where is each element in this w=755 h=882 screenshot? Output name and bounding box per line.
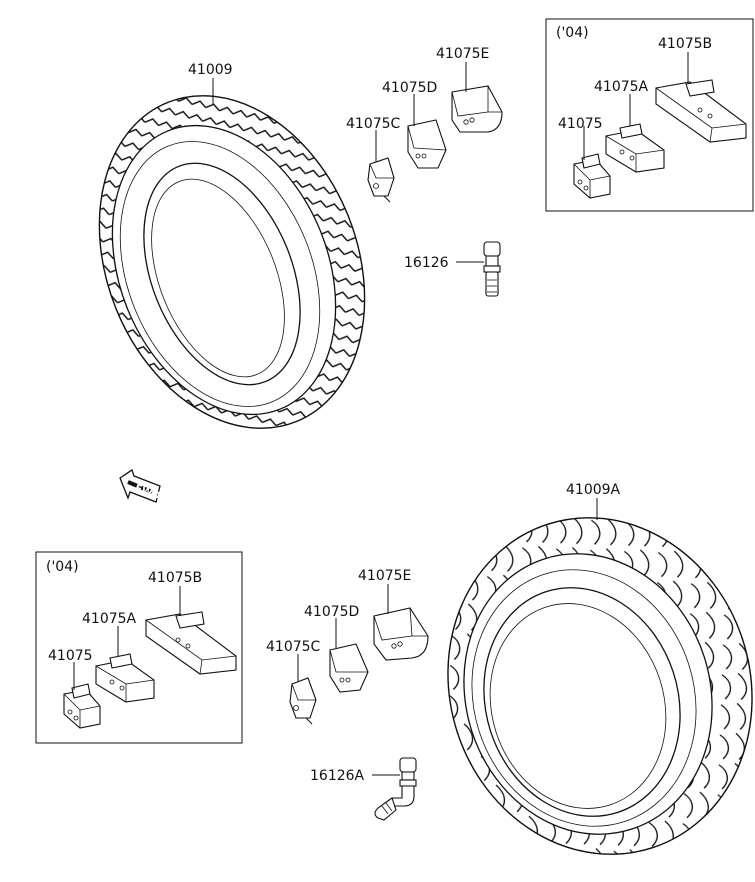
balance-weight-b-bottom — [145, 611, 237, 675]
top-parts-box — [545, 18, 754, 212]
balance-weight-base-bottom — [63, 683, 101, 729]
bottom-box-a-label: 41075A — [82, 611, 137, 627]
balance-weight-e-rear — [373, 607, 429, 661]
bottom-box-b-label: 41075B — [148, 570, 202, 586]
front-weight-d-label: 41075D — [382, 80, 437, 96]
rear-tire — [447, 517, 753, 855]
balance-weight-a-bottom — [95, 653, 155, 703]
balance-weight-c-front — [367, 157, 395, 203]
fwd-arrow-icon — [119, 468, 161, 503]
rear-tire-label: 41009A — [566, 482, 621, 498]
balance-weight-e-front — [451, 85, 503, 133]
rear-valve-label: 16126A — [310, 768, 365, 784]
top-box-b-label: 41075B — [658, 36, 712, 52]
balance-weight-d-rear — [329, 643, 369, 693]
front-valve-label: 16126 — [404, 255, 449, 271]
rear-weight-c-label: 41075C — [266, 639, 321, 655]
front-weight-e-label: 41075E — [436, 46, 489, 62]
rear-valve — [374, 757, 417, 821]
rear-weight-d-label: 41075D — [304, 604, 359, 620]
balance-weight-a-top — [605, 123, 665, 173]
balance-weight-b-top — [655, 79, 747, 143]
balance-weight-d-front — [407, 119, 447, 169]
bottom-parts-box — [35, 551, 243, 744]
rear-weight-e-label: 41075E — [358, 568, 411, 584]
top-box-year: ('04) — [556, 25, 589, 41]
front-valve — [483, 241, 501, 297]
top-box-base-label: 41075 — [558, 116, 603, 132]
bottom-box-base-label: 41075 — [48, 648, 93, 664]
front-tire — [98, 95, 366, 429]
balance-weight-base-top — [573, 153, 611, 199]
front-tire-label: 41009 — [188, 62, 233, 78]
front-weight-c-label: 41075C — [346, 116, 401, 132]
top-box-a-label: 41075A — [594, 79, 649, 95]
balance-weight-c-rear — [289, 677, 317, 725]
bottom-box-year: ('04) — [46, 559, 79, 575]
